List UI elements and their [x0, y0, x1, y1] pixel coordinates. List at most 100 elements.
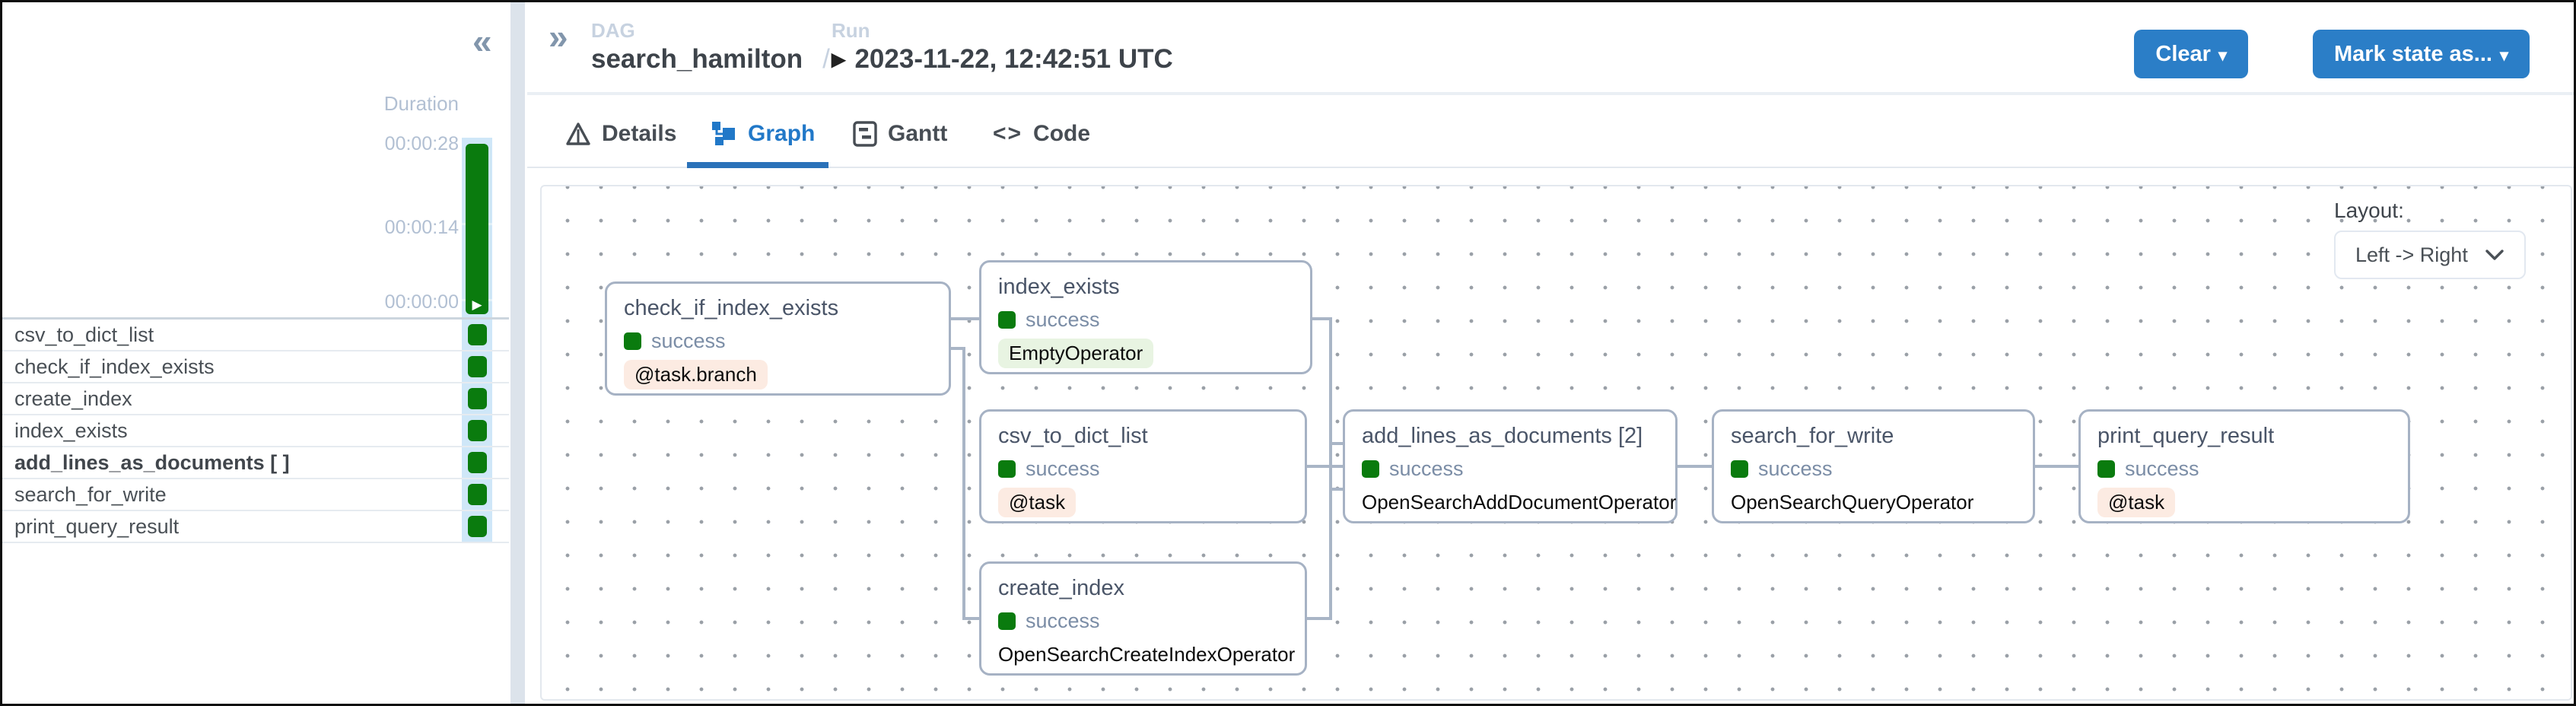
code-icon: <>: [993, 121, 1023, 146]
status-success-square: [998, 460, 1016, 478]
node-title: print_query_result: [2097, 424, 2275, 448]
task-instance-cell[interactable]: [462, 351, 492, 382]
status-success-square: [1731, 460, 1748, 478]
task-row[interactable]: search_for_write: [2, 479, 509, 511]
operator-badge: @task: [2097, 488, 2176, 517]
edge: [1304, 465, 1346, 468]
task-node-create-index[interactable]: create_index success OpenSearchCreateInd…: [979, 561, 1307, 676]
dag-graph-canvas[interactable]: Layout: Left -> Right check_if_index_exi…: [540, 185, 2572, 701]
dag-name[interactable]: search_hamilton: [591, 44, 803, 74]
duration-axis-label: Duration: [383, 92, 459, 115]
edge: [949, 317, 982, 320]
chevron-down-icon: ▾: [2499, 45, 2508, 65]
node-title: create_index: [998, 576, 1125, 600]
task-name: search_for_write: [14, 482, 167, 506]
task-name: check_if_index_exists: [14, 355, 215, 378]
tab-code[interactable]: <> Code: [993, 121, 1091, 146]
operator-badge: EmptyOperator: [998, 339, 1154, 368]
node-title: csv_to_dict_list: [998, 424, 1148, 448]
status-success-square: [998, 311, 1016, 329]
node-state: success: [1026, 609, 1100, 632]
divider: [2, 317, 509, 320]
task-instance-cell[interactable]: [462, 511, 492, 542]
collapse-sidebar-icon[interactable]: «: [472, 21, 492, 61]
status-success-square: [467, 420, 487, 441]
duration-tick: 00:00:14: [384, 217, 459, 238]
dag-label: DAG: [591, 19, 635, 42]
edge: [948, 347, 965, 350]
manual-run-icon: ▶: [472, 297, 482, 312]
edge: [962, 347, 965, 620]
task-row[interactable]: print_query_result: [2, 511, 509, 543]
task-row[interactable]: check_if_index_exists: [2, 351, 509, 383]
breadcrumb-run[interactable]: Run ▶ 2023-11-22, 12:42:51 UTC: [832, 19, 1173, 75]
mark-state-as-button[interactable]: Mark state as...▾: [2313, 30, 2530, 78]
clear-button[interactable]: Clear▾: [2134, 30, 2248, 78]
status-success-square: [467, 388, 487, 409]
active-tab-indicator: [687, 162, 828, 168]
divider: [527, 92, 2574, 95]
tab-graph[interactable]: Graph: [711, 121, 815, 147]
chevron-down-icon: [2485, 250, 2504, 260]
operator-name: OpenSearchCreateIndexOperator: [998, 643, 1296, 666]
node-state: success: [651, 329, 726, 352]
node-state: success: [1026, 308, 1100, 331]
task-instance-cell[interactable]: [462, 320, 492, 350]
layout-direction-select[interactable]: Left -> Right: [2334, 231, 2526, 279]
grid-sidebar: « Duration 00:00:28 00:00:14 00:00:00 ▶ …: [2, 2, 509, 704]
edge: [1329, 488, 1346, 491]
status-success-square: [467, 356, 487, 377]
operator-name: OpenSearchAddDocumentOperator: [1362, 491, 1677, 514]
operator-name: OpenSearchQueryOperator: [1731, 491, 1974, 514]
edge: [1329, 317, 1332, 620]
node-state: success: [1758, 457, 1833, 480]
run-duration-bar[interactable]: ▶: [466, 144, 488, 314]
node-state: success: [2125, 457, 2199, 480]
task-node-csv-to-dict-list[interactable]: csv_to_dict_list success @task: [979, 409, 1307, 523]
task-node-check-if-index-exists[interactable]: check_if_index_exists success @task.bran…: [605, 281, 951, 396]
run-timestamp[interactable]: 2023-11-22, 12:42:51 UTC: [854, 44, 1173, 74]
task-row[interactable]: csv_to_dict_list: [2, 320, 509, 351]
task-name: csv_to_dict_list: [14, 323, 154, 346]
edge: [1309, 317, 1332, 320]
status-success-square: [467, 452, 487, 473]
tab-gantt[interactable]: Gantt: [853, 121, 947, 147]
task-list: csv_to_dict_list check_if_index_exists c…: [2, 320, 509, 543]
tab-bar: Details Graph Gantt <> Code: [527, 115, 2574, 168]
edge: [1329, 442, 1346, 445]
task-name-selected: add_lines_as_documents [ ]: [14, 450, 290, 474]
task-row[interactable]: add_lines_as_documents [ ]: [2, 447, 509, 479]
operator-badge: @task.branch: [624, 360, 768, 390]
status-success-square: [998, 612, 1016, 630]
task-name: index_exists: [14, 418, 128, 442]
duration-tick: 00:00:28: [384, 133, 459, 154]
task-instance-cell[interactable]: [462, 383, 492, 414]
breadcrumb-dag[interactable]: DAG search_hamilton /: [591, 19, 830, 75]
edge: [2032, 465, 2081, 468]
selected-run-column: ▶: [462, 138, 492, 317]
tab-details[interactable]: Details: [565, 121, 676, 147]
run-label: Run: [832, 19, 870, 42]
layout-label: Layout:: [2334, 199, 2404, 222]
task-node-print-query-result[interactable]: print_query_result success @task: [2078, 409, 2410, 523]
status-success-square: [2097, 460, 2115, 478]
task-node-add-lines-as-documents[interactable]: add_lines_as_documents [2] success OpenS…: [1343, 409, 1678, 523]
task-node-index-exists[interactable]: index_exists success EmptyOperator: [979, 260, 1312, 374]
node-title: check_if_index_exists: [624, 296, 839, 320]
graph-icon: [712, 122, 735, 145]
status-success-square: [1362, 460, 1379, 478]
task-row[interactable]: index_exists: [2, 415, 509, 447]
task-node-search-for-write[interactable]: search_for_write success OpenSearchQuery…: [1712, 409, 2035, 523]
task-row[interactable]: create_index: [2, 383, 509, 415]
task-name: create_index: [14, 386, 132, 410]
edge: [1304, 617, 1332, 620]
task-instance-cell[interactable]: [462, 479, 492, 510]
task-instance-cell[interactable]: [462, 447, 492, 478]
node-state: success: [1026, 457, 1100, 480]
breadcrumb-expand-icon[interactable]: »: [549, 17, 568, 56]
task-instance-cell[interactable]: [462, 415, 492, 446]
panel-resize-handle[interactable]: [510, 2, 525, 704]
edge: [1674, 465, 1715, 468]
edge: [962, 617, 982, 620]
